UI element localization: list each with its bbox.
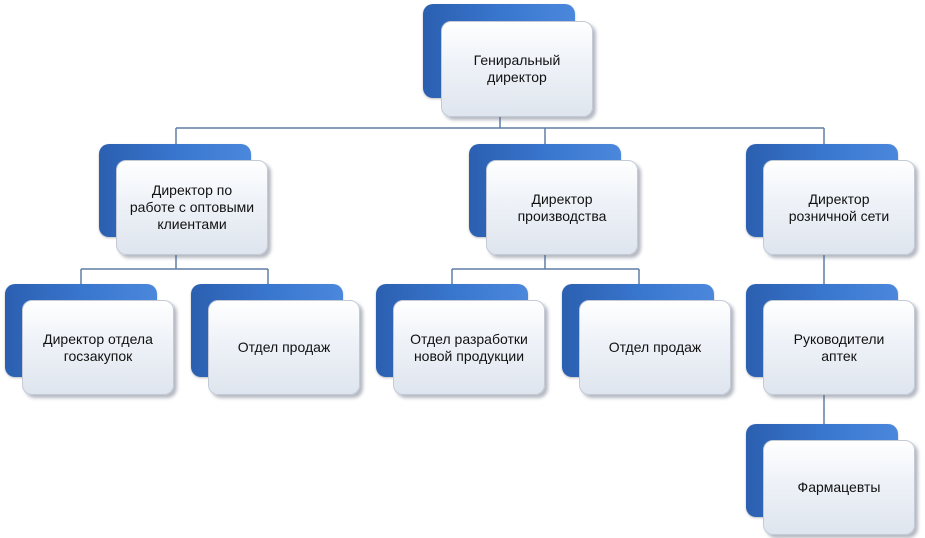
node-sales2-label: Отдел продаж: [608, 339, 702, 355]
node-pharmacy-heads-card: Руководители аптек: [763, 300, 915, 395]
node-ceo-label: Гениральный директор: [473, 52, 561, 85]
node-retail-label: Директор розничной сети: [788, 190, 890, 224]
node-wholesale: Директор по работе с оптовыми клиентами: [99, 144, 269, 256]
node-sales1-card: Отдел продаж: [208, 300, 360, 395]
node-rnd-card: Отдел разработки новой продукции: [393, 300, 545, 395]
node-procurement-card: Директор отдела госзакупок: [22, 300, 174, 395]
node-pharmacy-heads-label: Руководители аптек: [793, 330, 885, 364]
node-sales2-card: Отдел продаж: [579, 300, 731, 395]
node-ceo: Гениральный директор: [423, 4, 593, 118]
node-rnd-label: Отдел разработки новой продукции: [410, 330, 528, 364]
node-wholesale-card: Директор по работе с оптовыми клиентами: [116, 160, 268, 255]
node-retail: Директор розничной сети: [746, 144, 916, 256]
node-wholesale-label: Директор по работе с оптовыми клиентами: [129, 182, 255, 232]
node-retail-card: Директор розничной сети: [763, 160, 915, 255]
node-procurement: Директор отдела госзакупок: [5, 284, 175, 396]
node-production-label: Директор производства: [517, 190, 607, 224]
node-ceo-card: Гениральный директор: [441, 21, 593, 117]
node-sales1-label: Отдел продаж: [237, 339, 331, 355]
node-sales1: Отдел продаж: [191, 284, 361, 396]
node-pharmacists: Фармацевты: [746, 424, 916, 536]
node-sales2: Отдел продаж: [562, 284, 732, 396]
node-production: Директор производства: [469, 144, 639, 256]
node-pharmacists-label: Фармацевты: [797, 479, 881, 495]
node-production-card: Директор производства: [486, 160, 638, 255]
node-pharmacists-card: Фармацевты: [763, 440, 915, 535]
node-procurement-label: Директор отдела госзакупок: [43, 330, 153, 364]
node-pharmacy-heads: Руководители аптек: [746, 284, 916, 396]
node-rnd: Отдел разработки новой продукции: [376, 284, 546, 396]
